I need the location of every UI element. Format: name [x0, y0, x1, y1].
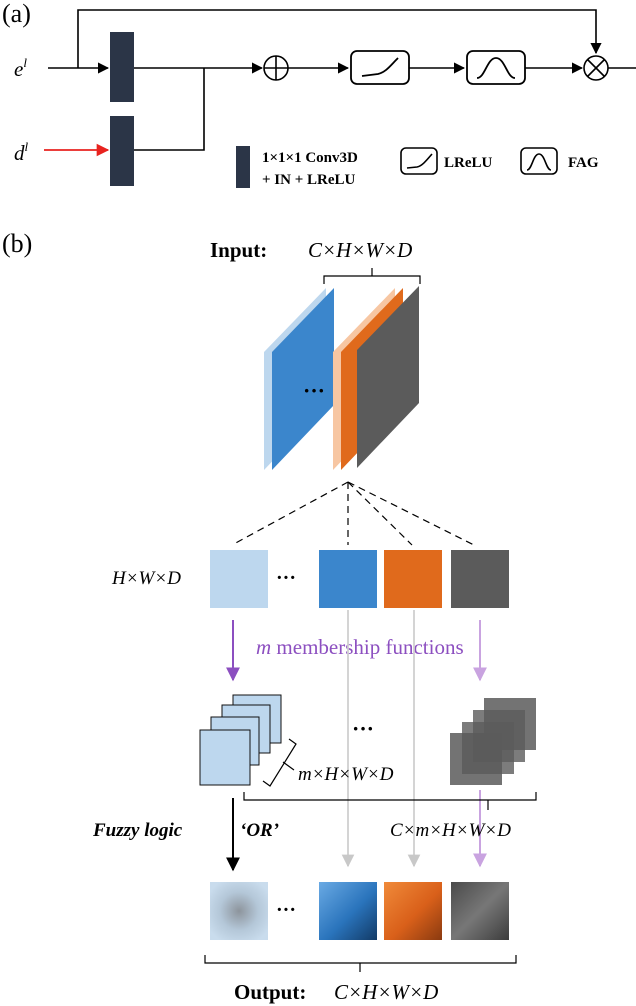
all-membership-dims: C×m×H×W×D: [390, 820, 511, 841]
membership-stack-light: [199, 694, 282, 786]
lrelu-icon: [361, 57, 399, 77]
output-ellipsis: ···: [276, 899, 296, 921]
legend-lrelu-text: LReLU: [444, 155, 493, 171]
panel-a-label: (a): [2, 0, 31, 28]
stack-dims: m×H×W×D: [298, 764, 394, 785]
input-brace: [323, 268, 421, 284]
slice-ellipsis: ···: [276, 567, 296, 589]
conv-block-d: [110, 116, 134, 186]
panel-b: (b) Input: C×H×W×D ··· H×W×D ···: [2, 229, 537, 1004]
legend-conv-line1: 1×1×1 Conv3D: [262, 150, 358, 166]
input-dims: C×H×W×D: [308, 238, 412, 262]
fag-block: [466, 50, 526, 85]
legend-lrelu-icon: [406, 153, 433, 169]
legend-conv-swatch: [236, 146, 250, 188]
conv-block-e: [110, 32, 134, 102]
slice-blue: [319, 550, 377, 608]
legend: 1×1×1 Conv3D + IN + LReLU LReLU FAG: [236, 146, 599, 188]
output-slice-orange: [384, 882, 442, 940]
slice-orange: [384, 550, 442, 608]
output-slice-blue: [319, 882, 377, 940]
panel-b-label: (b): [2, 229, 32, 258]
conv-d-to-add-line: [134, 68, 205, 151]
multiply-icon: [583, 55, 609, 81]
gaussian-icon: [476, 57, 516, 79]
split-lines: [231, 481, 475, 546]
legend-conv-line2: + IN + LReLU: [262, 172, 356, 188]
slice-gray: [451, 550, 509, 608]
input-d-label: dl: [14, 139, 29, 165]
stack-ellipsis: ···: [352, 716, 374, 741]
legend-fag-text: FAG: [568, 155, 599, 171]
slice-dims: H×W×D: [111, 568, 181, 589]
stack-brace: [262, 738, 297, 787]
legend-fag-swatch: [520, 147, 558, 175]
membership-stack-gray: [450, 698, 536, 785]
legend-gaussian-icon: [526, 153, 552, 171]
panel-a: (a) el dl: [2, 0, 636, 188]
lrelu-block: [350, 50, 410, 85]
add-icon: [263, 55, 289, 81]
legend-lrelu-swatch: [400, 147, 438, 175]
membership-label: m membership functions: [256, 635, 464, 659]
output-label: Output:: [234, 980, 306, 1004]
input-label: Input:: [210, 238, 267, 262]
input-slice-blue: [272, 288, 334, 470]
fuzzy-logic-label: Fuzzy logic: [92, 820, 183, 841]
output-brace: [204, 955, 517, 972]
slice-light-blue: [210, 550, 268, 608]
skip-connection-arrow: [77, 9, 602, 68]
input-e-label: el: [14, 55, 27, 81]
output-dims: C×H×W×D: [334, 980, 438, 1004]
all-membership-brace: [243, 792, 537, 810]
output-slice-gray: [451, 882, 509, 940]
input-volume: ···: [264, 286, 419, 470]
or-label: ‘OR’: [240, 820, 279, 841]
input-ellipsis: ···: [303, 378, 325, 403]
input-slice-gray: [357, 286, 419, 468]
output-slice-light-blue: [210, 882, 268, 940]
